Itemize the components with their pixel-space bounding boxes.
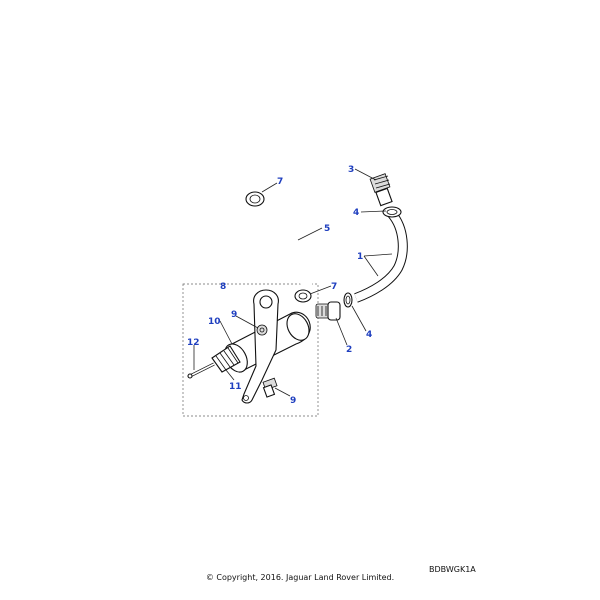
callout-12: 12 — [187, 338, 200, 348]
connector-2 — [315, 301, 341, 321]
callout-1: 1 — [357, 252, 363, 262]
boot-11 — [211, 345, 241, 373]
callout-7-lower: 7 — [331, 282, 337, 292]
hose-5 — [250, 198, 314, 296]
copyright-notice: © Copyright, 2016. Jaguar Land Rover Lim… — [205, 573, 395, 582]
callout-3: 3 — [348, 165, 354, 175]
hose-clip-4-lower — [343, 292, 353, 308]
hose-clip-4-top — [382, 206, 402, 218]
callout-9-upper: 9 — [231, 310, 237, 320]
fixing-9-lower — [262, 377, 278, 398]
callout-11: 11 — [229, 382, 242, 392]
callout-10: 10 — [208, 317, 221, 327]
assembly-boundary — [182, 283, 319, 417]
callout-4-lower: 4 — [366, 330, 372, 340]
reference-code: BDBWGK1A — [429, 565, 476, 574]
mounting-bracket — [241, 289, 279, 404]
leader-lines — [193, 168, 393, 397]
hose-1 — [354, 210, 408, 303]
callout-5: 5 — [324, 224, 330, 234]
callout-8: 8 — [220, 282, 226, 292]
callouts: 1 2 3 4 4 5 7 7 8 9 9 10 11 12 — [187, 165, 372, 406]
hose-clip-7-lower — [294, 289, 312, 303]
fixing-9-upper — [256, 324, 268, 336]
hose-clip-7-top — [245, 191, 265, 207]
pushrod-12 — [187, 362, 215, 379]
callout-7-top: 7 — [277, 177, 283, 187]
callout-2: 2 — [346, 345, 352, 355]
connector-3 — [369, 173, 393, 207]
callout-4-top: 4 — [353, 208, 359, 218]
callout-9-lower: 9 — [290, 396, 296, 406]
